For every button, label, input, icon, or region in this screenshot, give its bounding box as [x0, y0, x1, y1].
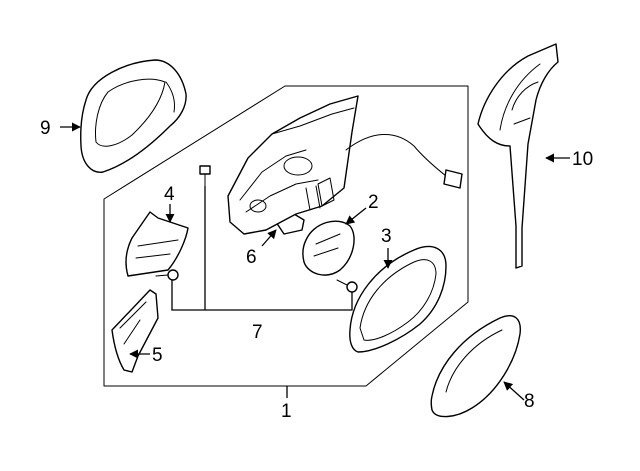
callout-10: 10	[572, 149, 593, 170]
arrow-6	[261, 229, 277, 247]
callout-9: 9	[40, 118, 51, 139]
leader-7	[171, 186, 353, 311]
callout-8: 8	[524, 391, 535, 412]
part-10-seal	[477, 43, 559, 269]
mirror-housing-bracket	[227, 95, 463, 235]
screw-left	[155, 269, 179, 281]
part-9-mirror-cover	[80, 59, 187, 173]
callout-4: 4	[164, 184, 175, 205]
callout-3: 3	[381, 226, 392, 247]
part-4-cap	[125, 211, 189, 277]
callout-1: 1	[281, 401, 292, 422]
callout-6: 6	[246, 247, 257, 268]
callout-2: 2	[368, 192, 379, 213]
assembly-outline	[103, 85, 469, 387]
part-8-mirror-glass	[430, 315, 521, 418]
screw-right	[336, 279, 358, 293]
arrow-8	[503, 381, 525, 401]
part-5-lower-cover	[111, 289, 159, 373]
callout-5: 5	[152, 345, 163, 366]
callout-7: 7	[252, 322, 263, 343]
part-2-motor	[302, 220, 355, 276]
arrow-2	[345, 207, 367, 225]
part-3-glass-holder	[349, 245, 447, 353]
screw-upper	[199, 165, 211, 187]
